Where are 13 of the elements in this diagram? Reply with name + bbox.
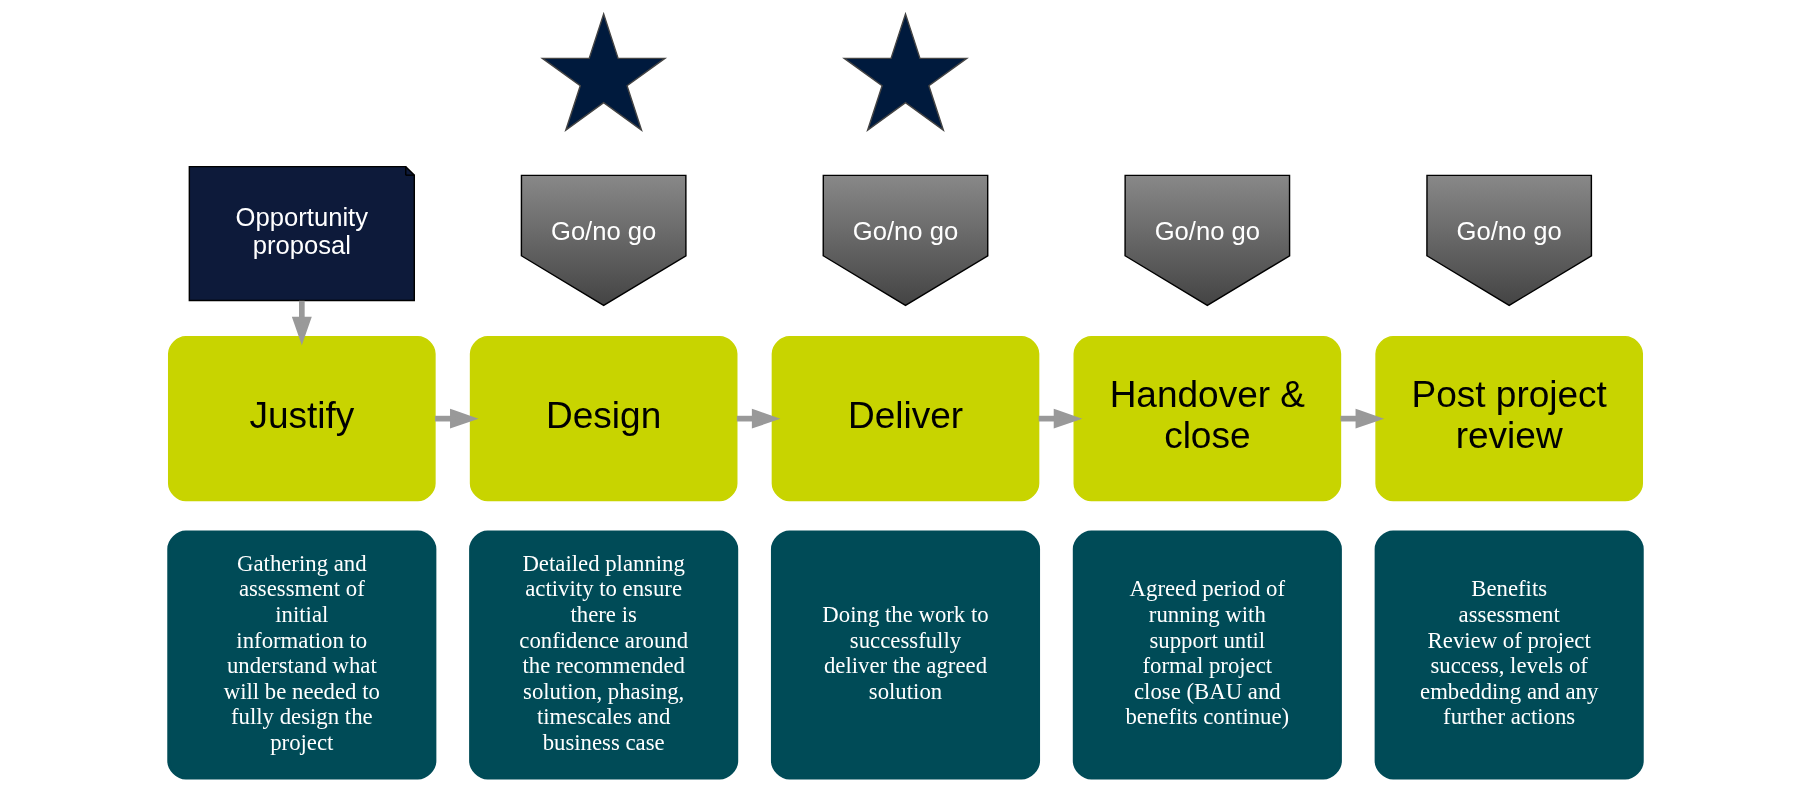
node-star xyxy=(540,11,668,133)
node-box: Justify xyxy=(168,336,436,502)
node-box: Post project review xyxy=(1375,336,1643,502)
node-box: Deliver xyxy=(771,336,1040,502)
node-box: Gathering and assessment of initial information to understand what will be needed to fully design the project xyxy=(167,530,437,780)
node-star xyxy=(842,11,969,133)
node-box: Benefits assessment Review of project success, levels of embedding and any further actions xyxy=(1374,530,1644,780)
arrow xyxy=(291,300,312,346)
node-box: Detailed planning activity to ensure there is confidence around the recommended solution, phasing, timescales and business case xyxy=(469,530,739,780)
node-box: Agreed period of running with support until formal project close (BAU and benefits continue) xyxy=(1072,530,1342,780)
node-box: Doing the work to successfully deliver the agreed solution xyxy=(770,530,1041,780)
node-box: Design xyxy=(469,336,738,502)
node-box: Handover & close xyxy=(1073,336,1342,502)
